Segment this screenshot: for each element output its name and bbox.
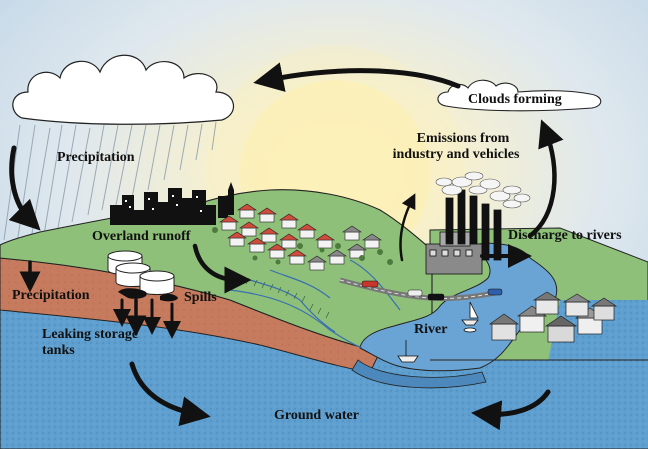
flow-arrows [8, 62, 564, 431]
residential-area [219, 203, 382, 271]
arrow-emissions-up [527, 119, 564, 239]
arrow-groundwater-right [471, 389, 551, 431]
vehicles [361, 280, 503, 301]
riverside-houses [488, 291, 618, 343]
smoke [435, 171, 531, 209]
arrow-runoff-to-factory-smoke [399, 193, 416, 262]
arrow-precipitation [8, 145, 41, 231]
label-precipitation-sky: Precipitation [57, 150, 135, 165]
factory [425, 189, 502, 275]
arrow-groundwater-left [129, 361, 211, 426]
label-emissions: Emissions from industry and vehicles [393, 131, 531, 162]
forming-cloud [437, 79, 602, 112]
label-river: River [414, 322, 448, 337]
label-clouds-forming: Clouds forming [468, 92, 562, 107]
label-discharge: Discharge to rivers [508, 228, 622, 243]
boats [397, 301, 479, 363]
arrow-evaporation-to-cloud [253, 62, 461, 92]
label-spills: Spills [184, 290, 217, 305]
spill [118, 288, 147, 299]
label-leaking-tanks: Leaking storage tanks [42, 327, 138, 358]
label-emissions-line2: industry and vehicles [392, 146, 520, 162]
label-overland-runoff: Overland runoff [92, 229, 191, 244]
rain [3, 121, 217, 251]
trees [212, 227, 393, 265]
rain-cloud [12, 54, 234, 125]
city-skyline [110, 182, 234, 225]
label-leaking-line2: tanks [42, 342, 75, 358]
label-ground-water: Ground water [274, 408, 359, 423]
label-leaking-line1: Leaking storage [42, 327, 139, 342]
label-precipitation-soil: Precipitation [12, 288, 90, 303]
arrow-overland-runoff [192, 243, 252, 294]
label-emissions-line1: Emissions from [416, 131, 510, 146]
storage-tanks [107, 250, 175, 295]
